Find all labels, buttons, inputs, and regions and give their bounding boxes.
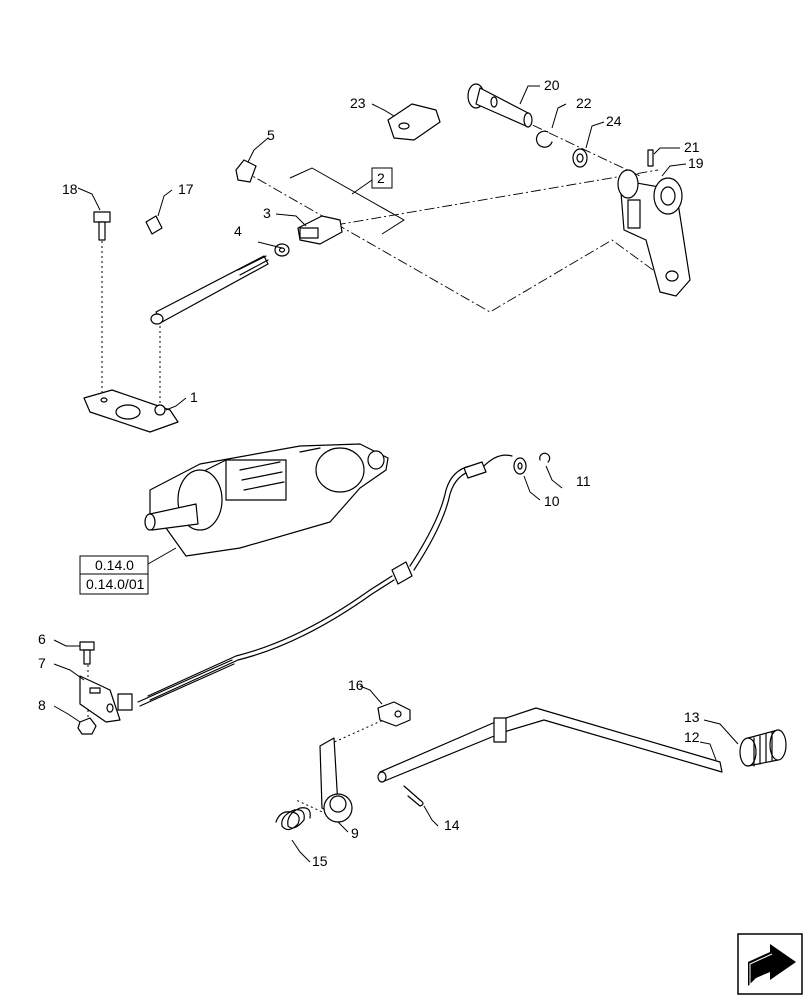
foot-pedal-rod	[377, 707, 723, 783]
part-24-washer	[572, 148, 588, 168]
part-7-bracket	[79, 675, 133, 723]
throttle-cable	[137, 454, 513, 707]
callout-labels: 1 3 4 5 6 7 8 9 10 11 12 13 14 15 16 17 …	[38, 77, 704, 869]
callout-13: 13	[684, 709, 700, 725]
callout-12: 12	[684, 729, 700, 745]
callout-8: 8	[38, 697, 46, 713]
callout-22: 22	[576, 95, 592, 111]
part-6-bolt	[79, 641, 95, 665]
part-8-nut	[77, 717, 97, 735]
callout-6: 6	[38, 631, 46, 647]
callout-4: 4	[234, 223, 242, 239]
callout-24: 24	[606, 113, 622, 129]
callout-2: 2	[377, 170, 385, 186]
part-5-clip	[235, 159, 257, 183]
part-3-joint	[297, 215, 343, 245]
part-20-pin	[467, 83, 533, 128]
part-18-bolt	[93, 211, 111, 241]
reference-bottom[interactable]: 0.14.0/01	[86, 576, 145, 592]
part-22-circlip	[535, 130, 553, 148]
reference-box: 0.14.0 0.14.0/01	[79, 555, 149, 595]
part-21-roll-pin	[647, 149, 654, 167]
callout-14: 14	[444, 817, 460, 833]
part-1-plate	[83, 389, 179, 433]
callout-18: 18	[62, 181, 78, 197]
callout-15: 15	[312, 853, 328, 869]
part-4-washer	[274, 243, 290, 257]
callout-10: 10	[544, 493, 560, 509]
part-9-lever	[319, 737, 353, 823]
part-13-pedal-pad	[739, 729, 787, 767]
callout-9: 9	[351, 825, 359, 841]
part-15-spring	[275, 807, 311, 831]
control-rod	[150, 255, 269, 325]
callout-7: 7	[38, 655, 46, 671]
part-17-nut	[145, 215, 163, 235]
injection-pump	[144, 443, 389, 557]
callout-leaders	[53, 85, 739, 863]
group-bracket-2: 2	[289, 167, 405, 235]
callout-11: 11	[576, 473, 591, 489]
callout-19: 19	[688, 155, 704, 171]
part-10-eye	[513, 457, 527, 475]
callout-box-2	[371, 167, 393, 189]
part-16-pivot	[377, 701, 411, 727]
part-14-pin	[403, 785, 424, 807]
part-11-clip	[539, 452, 551, 463]
reference-top[interactable]: 0.14.0	[95, 557, 134, 573]
part-19-lever	[617, 169, 691, 297]
back-arrow-icon[interactable]	[737, 933, 803, 995]
callout-1: 1	[190, 389, 198, 405]
callout-17: 17	[178, 181, 194, 197]
callout-20: 20	[544, 77, 560, 93]
callout-3: 3	[263, 205, 271, 221]
callout-21: 21	[684, 139, 700, 155]
part-23-clamp	[387, 103, 441, 141]
callout-16: 16	[348, 677, 364, 693]
callout-23: 23	[350, 95, 366, 111]
callout-5: 5	[267, 127, 275, 143]
